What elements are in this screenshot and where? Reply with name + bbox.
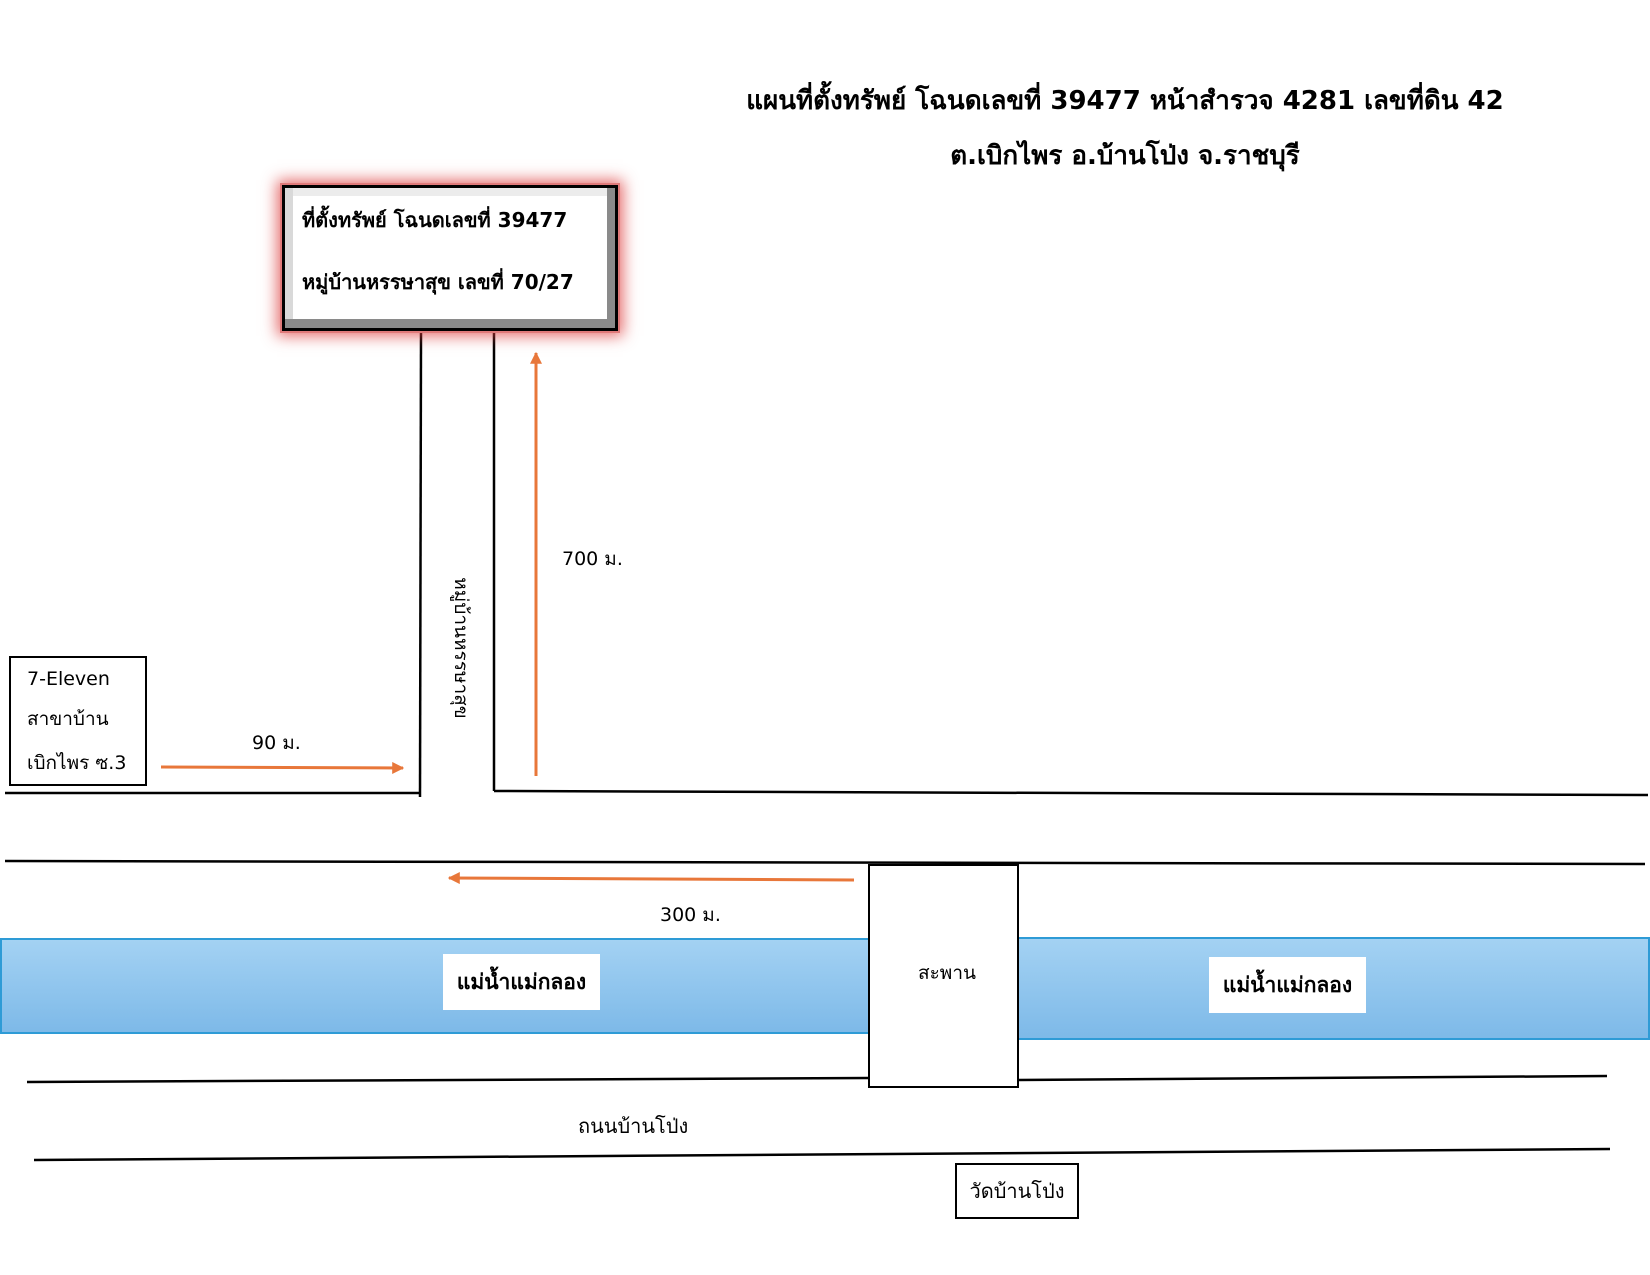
bridge-box bbox=[868, 864, 1019, 1088]
box-bevel-top bbox=[285, 188, 615, 196]
road-upper-right-edge bbox=[493, 789, 1649, 797]
temple-landmark: วัดบ้านโป่ง bbox=[955, 1163, 1079, 1219]
river-segment-left bbox=[0, 938, 870, 1034]
seven-eleven-branch-line-2: เบิกไพร ซ.3 bbox=[27, 752, 127, 774]
property-address-label: หมู่บ้านหรรษาสุข เลขที่ 70/27 bbox=[302, 270, 574, 294]
arrow-90m bbox=[160, 761, 405, 774]
property-deed-label: ที่ตั้งทรัพย์ โฉนดเลขที่ 39477 bbox=[302, 208, 568, 232]
distance-90m-label: 90 ม. bbox=[252, 732, 301, 754]
bridge-label: สะพาน bbox=[918, 962, 976, 984]
distance-300m-label: 300 ม. bbox=[660, 904, 721, 926]
main-road-label: ถนนบ้านโป่ง bbox=[578, 1114, 689, 1138]
box-bevel-bottom bbox=[285, 319, 615, 328]
seven-eleven-branch-line-1: สาขาบ้าน bbox=[27, 708, 109, 730]
main-road-bottom-edge bbox=[33, 1147, 1611, 1162]
arrow-300m bbox=[447, 872, 855, 885]
village-road-label: หมู่บ้านหรรษาสุข bbox=[450, 577, 472, 719]
main-road-top-edge-left bbox=[26, 1076, 870, 1084]
village-road-left-edge bbox=[418, 332, 423, 798]
seven-eleven-landmark: 7-Eleven สาขาบ้าน เบิกไพร ซ.3 bbox=[9, 656, 147, 786]
road-upper-far-edge bbox=[4, 859, 1646, 866]
river-label-left: แม่น้ำแม่กลอง bbox=[443, 954, 600, 1010]
main-road-top-edge-right bbox=[1017, 1074, 1608, 1082]
river-label-right: แม่น้ำแม่กลอง bbox=[1209, 957, 1366, 1013]
box-bevel-left bbox=[285, 188, 293, 328]
distance-700m-label: 700 ม. bbox=[562, 548, 623, 570]
map-title-line-2: ต.เบิกไพร อ.บ้านโป่ง จ.ราชบุรี bbox=[950, 141, 1300, 171]
property-location-box: ที่ตั้งทรัพย์ โฉนดเลขที่ 39477 หมู่บ้านห… bbox=[282, 185, 618, 331]
map-title-line-1: แผนที่ตั้งทรัพย์ โฉนดเลขที่ 39477 หน้าสำ… bbox=[746, 86, 1504, 116]
box-bevel-right bbox=[607, 188, 615, 328]
seven-eleven-name: 7-Eleven bbox=[27, 668, 110, 690]
